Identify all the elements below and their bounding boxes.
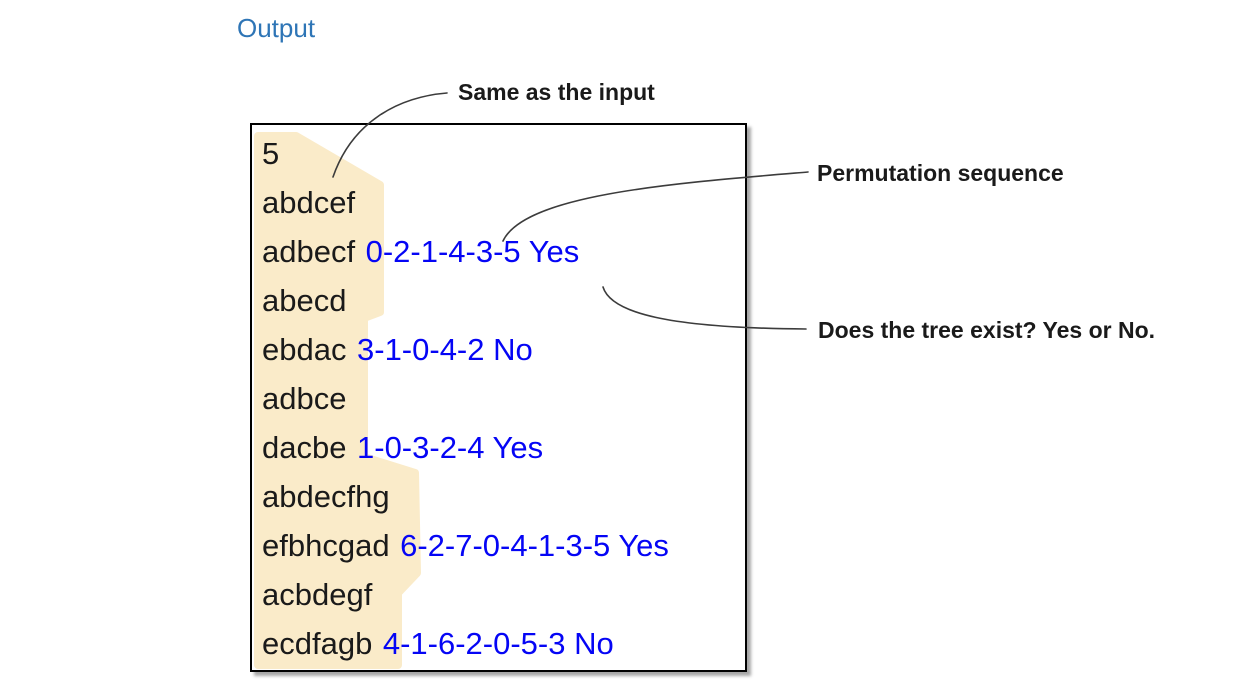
- permutation-result: 1-0-3-2-4 Yes: [357, 430, 544, 465]
- input-string: abdcef: [262, 185, 356, 220]
- input-string: acbdegf: [262, 577, 373, 612]
- output-line: abecd: [262, 276, 745, 325]
- input-string: ecdfagb: [262, 626, 373, 661]
- input-string: abdecfhg: [262, 479, 390, 514]
- output-line: abdecfhg: [262, 472, 745, 521]
- output-line: efbhcgad 6-2-7-0-4-1-3-5 Yes: [262, 521, 745, 570]
- input-string: abecd: [262, 283, 347, 318]
- page-title: Output: [237, 13, 316, 43]
- annotation-tree-exists: Does the tree exist? Yes or No.: [818, 317, 1156, 343]
- output-line: ecdfagb 4-1-6-2-0-5-3 No: [262, 619, 745, 668]
- annotation-permutation-sequence: Permutation sequence: [817, 160, 1064, 186]
- permutation-result: 0-2-1-4-3-5 Yes: [365, 234, 580, 269]
- input-string: dacbe: [262, 430, 347, 465]
- output-line: dacbe 1-0-3-2-4 Yes: [262, 423, 745, 472]
- output-line: adbecf 0-2-1-4-3-5 Yes: [262, 227, 745, 276]
- permutation-result: 4-1-6-2-0-5-3 No: [382, 626, 614, 661]
- output-line: ebdac 3-1-0-4-2 No: [262, 325, 745, 374]
- permutation-result: 6-2-7-0-4-1-3-5 Yes: [400, 528, 669, 563]
- input-string: ebdac: [262, 332, 347, 367]
- input-string: adbce: [262, 381, 347, 416]
- output-line: 5: [262, 129, 745, 178]
- output-line: adbce: [262, 374, 745, 423]
- output-box: 5 abdcef adbecf 0-2-1-4-3-5 Yes abecd ebdac 3-…: [250, 123, 747, 672]
- input-string: 5: [262, 136, 280, 171]
- annotation-same-as-input: Same as the input: [458, 79, 655, 105]
- output-box-content: 5 abdcef adbecf 0-2-1-4-3-5 Yes abecd ebdac 3-…: [252, 125, 745, 668]
- input-string: adbecf: [262, 234, 356, 269]
- input-string: efbhcgad: [262, 528, 390, 563]
- output-line: acbdegf: [262, 570, 745, 619]
- permutation-result: 3-1-0-4-2 No: [357, 332, 533, 367]
- output-line: abdcef: [262, 178, 745, 227]
